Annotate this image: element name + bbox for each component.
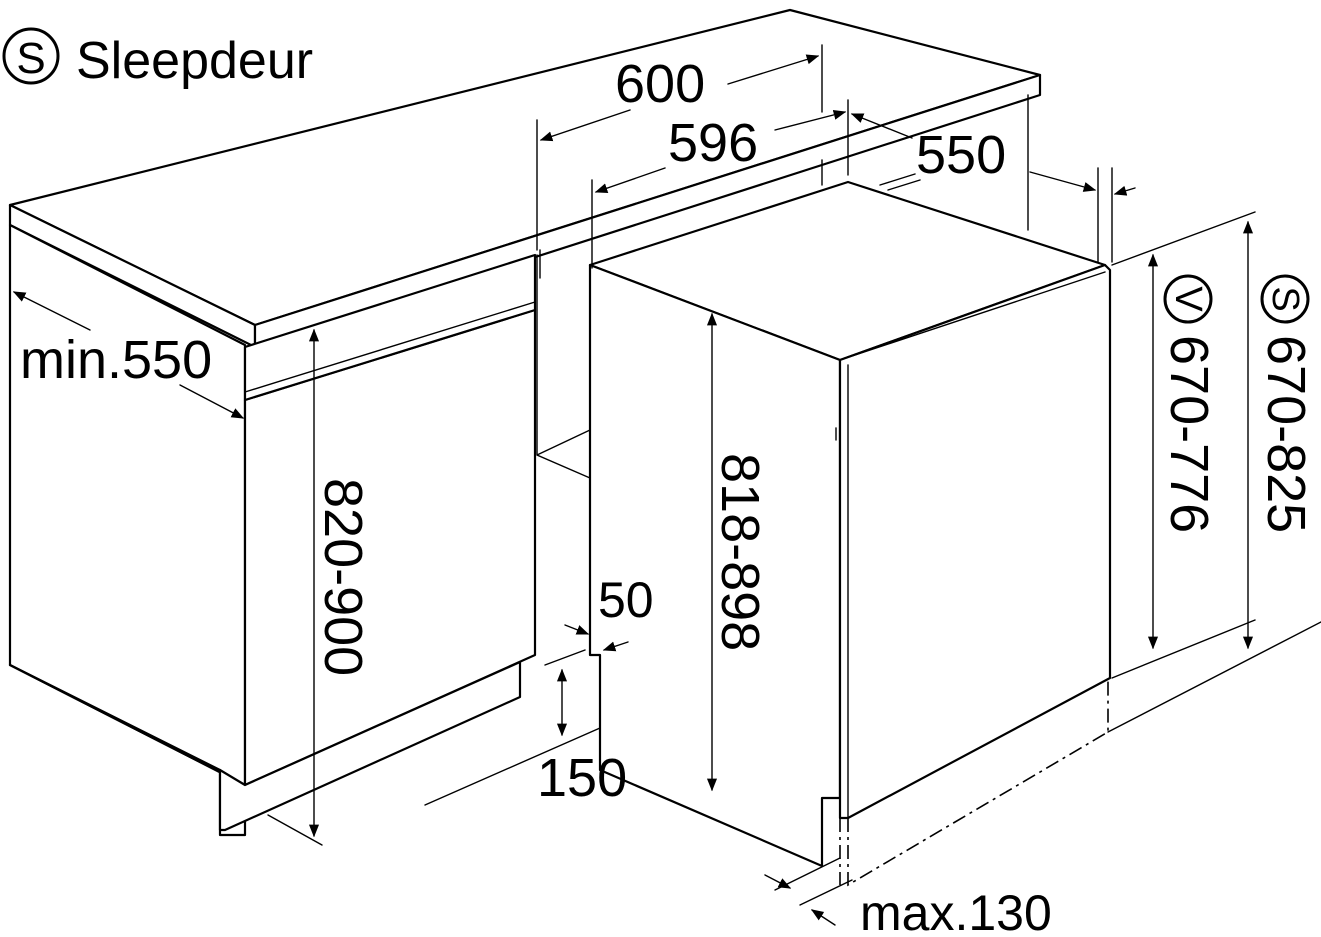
dim-worktop-width: 600	[615, 54, 705, 114]
dim-plinth-setback: 50	[598, 572, 654, 628]
dim-door-s-height: 670-825	[1256, 335, 1316, 533]
door-extension-dashdot	[847, 678, 1109, 887]
dishwasher-door	[838, 263, 1112, 820]
dim-niche-height: 820-900	[313, 478, 373, 676]
dishwasher	[588, 173, 1112, 887]
niche-inner	[536, 254, 591, 479]
legend-symbol: S	[16, 34, 45, 83]
sleepdeur-symbol-circle	[2, 27, 60, 85]
dim-min-depth: min.550	[20, 330, 212, 390]
dim-door-v-height: 670-776	[1159, 335, 1219, 533]
dim-niche-width: 596	[668, 113, 758, 173]
dim-door-overhang: max.130	[860, 885, 1052, 937]
variant-v: V 670-776	[1159, 274, 1219, 533]
rail-line	[244, 301, 536, 393]
door-edge-line	[839, 271, 1106, 819]
dim-plinth-height: 150	[537, 748, 627, 808]
dim-appliance-height: 818-898	[710, 453, 770, 651]
worktop-underside	[539, 94, 1029, 279]
v-symbol: V	[1167, 286, 1209, 312]
dim-depth: 550	[916, 125, 1006, 185]
legend-label: Sleepdeur	[76, 32, 313, 90]
legend: S Sleepdeur	[2, 27, 313, 90]
v-symbol-circle	[1163, 274, 1213, 324]
top-marks	[879, 173, 921, 191]
cabinet-plinth-front	[218, 660, 522, 832]
dimension-lines	[12, 44, 1321, 926]
worktop-right-edge	[253, 73, 1042, 349]
s-symbol: S	[1264, 286, 1306, 311]
variant-s: S 670-825	[1256, 274, 1316, 533]
s-symbol-circle	[1260, 274, 1310, 324]
